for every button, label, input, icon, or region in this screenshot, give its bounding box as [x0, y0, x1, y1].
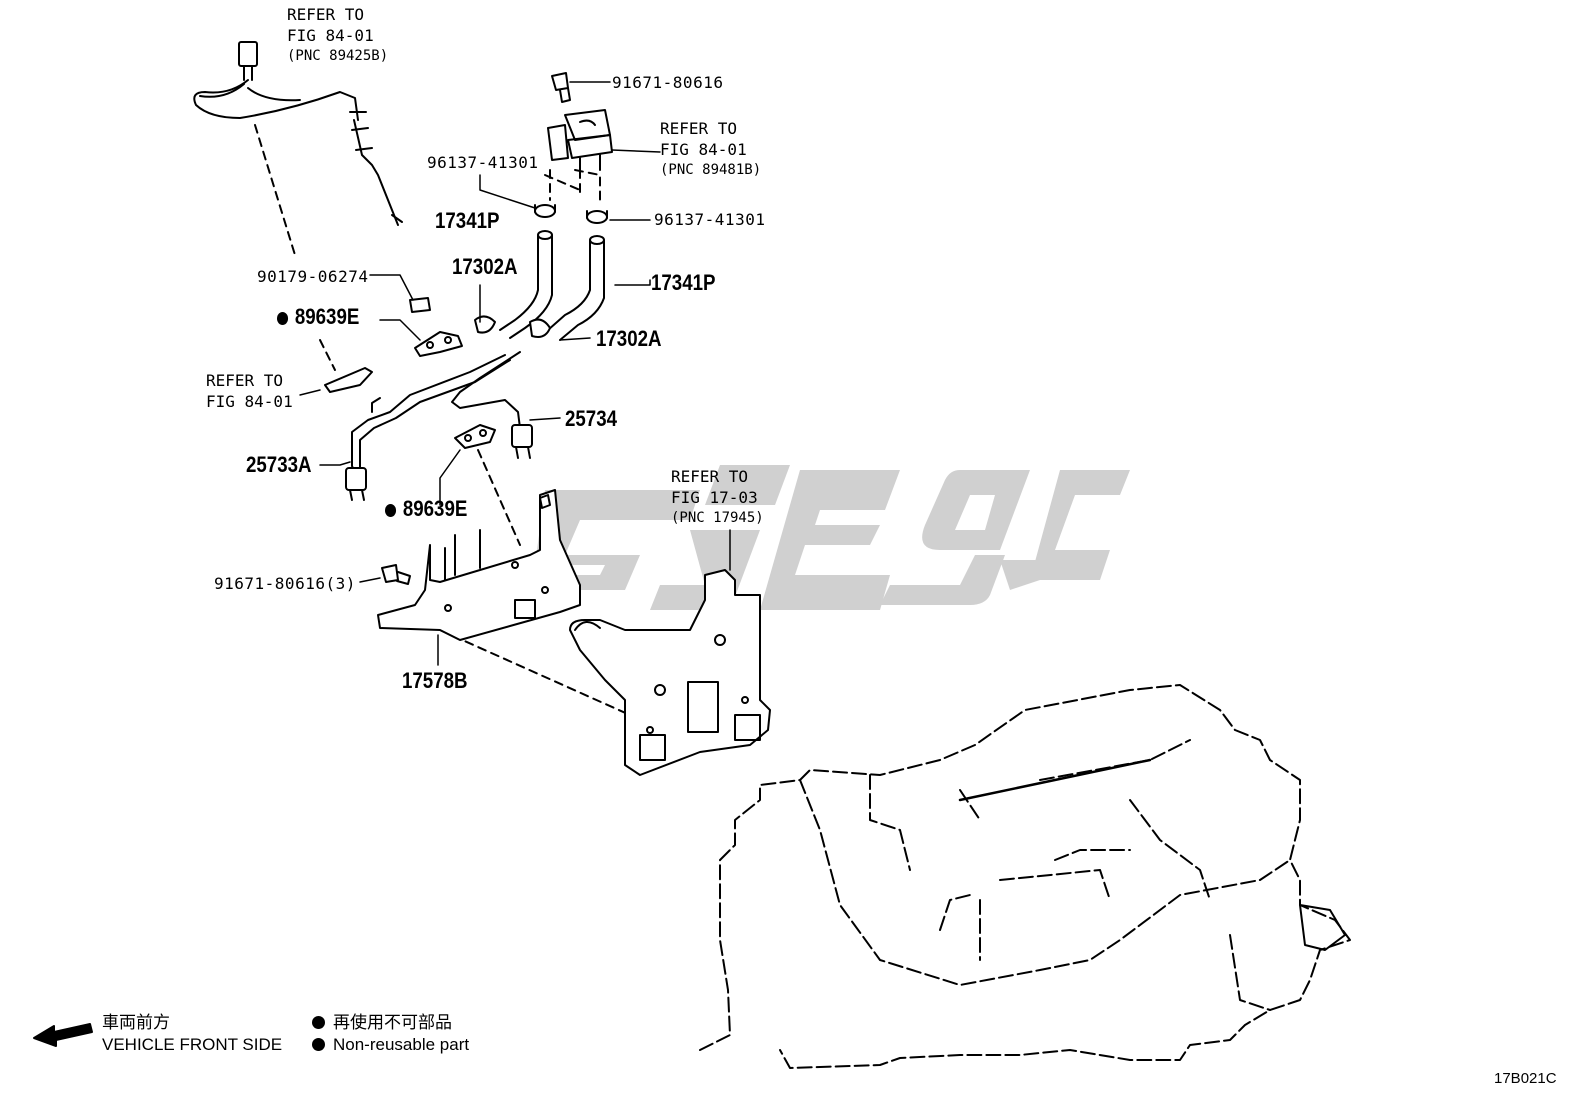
pipes	[345, 351, 533, 501]
bolt-top	[551, 72, 571, 103]
bracket-assembly	[377, 489, 581, 641]
sensor-harness	[193, 41, 403, 226]
vacuum-switching-valve	[547, 109, 613, 173]
gasket-bottom	[454, 424, 496, 449]
part-label-hose-clamp-right[interactable]: 17302A	[596, 326, 662, 351]
guide-lines	[254, 124, 631, 716]
part-label-bolt-top[interactable]: 91671-80616	[612, 73, 724, 92]
part-label-bracket[interactable]: 17578B	[402, 668, 468, 693]
part-label-bolt-bracket[interactable]: 91671-80616(3)	[214, 574, 356, 593]
part-label-clamp-right[interactable]: 96137-41301	[654, 210, 766, 229]
part-label-gasket-top[interactable]: 89639E	[277, 304, 359, 330]
part-label-pipe-right[interactable]: 25734	[565, 406, 618, 431]
non-reusable-dot-icon	[385, 504, 397, 517]
part-label-clamp-left[interactable]: 96137-41301	[427, 153, 539, 172]
engine-outline	[699, 684, 1351, 1069]
gasket-top	[414, 331, 463, 357]
legend-non-reusable: 再使用不可部品 Non-reusable part	[312, 1012, 469, 1056]
part-label-hose-right[interactable]: 17341P	[651, 270, 716, 295]
legend-front-side: 車両前方 VEHICLE FRONT SIDE	[102, 1013, 283, 1054]
part-label-hose-left[interactable]: 17341P	[435, 208, 500, 233]
engine-bracket	[569, 569, 771, 776]
non-reusable-dot-icon	[312, 1016, 325, 1029]
bolt-bracket	[381, 564, 411, 585]
non-reusable-dot-icon	[312, 1038, 325, 1051]
non-reusable-dot-icon	[277, 312, 289, 325]
part-label-pipe-left[interactable]: 25733A	[246, 452, 312, 477]
part-label-nut[interactable]: 90179-06274	[257, 267, 369, 286]
part-label-hose-clamp-left[interactable]: 17302A	[452, 254, 518, 279]
part-label-gasket-bottom[interactable]: 89639E	[385, 496, 467, 522]
vacuum-hoses	[499, 230, 605, 341]
watermark-logo	[515, 465, 1130, 610]
leader-lines	[299, 81, 731, 666]
diagram-code: 17B021C	[1494, 1070, 1557, 1087]
vehicle-front-arrow	[33, 1023, 93, 1047]
